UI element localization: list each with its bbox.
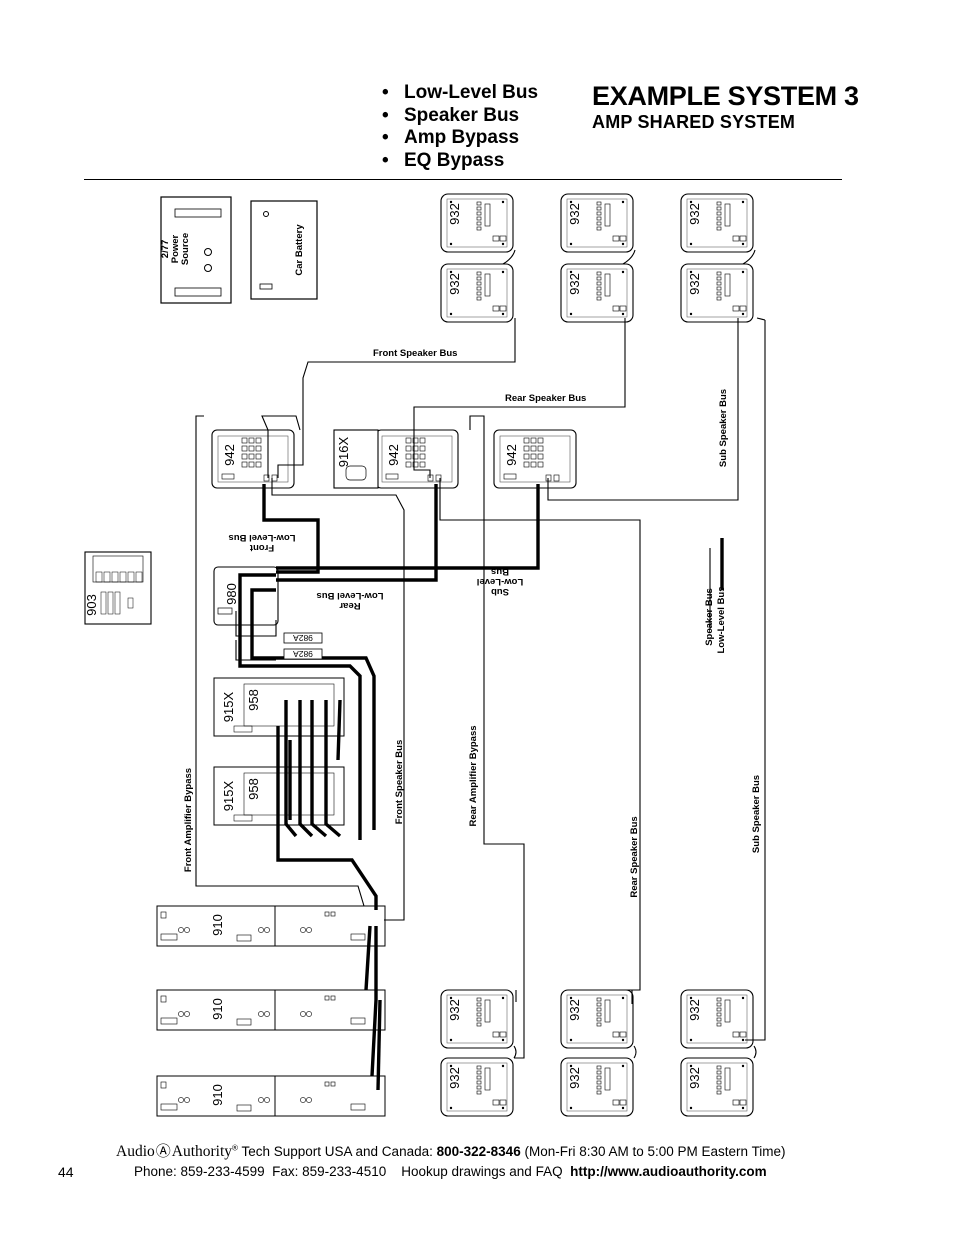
- x-915-label: 915X: [221, 780, 236, 811]
- page-subtitle: AMP SHARED SYSTEM: [592, 112, 796, 132]
- front-low-level-bus-label-line: Low-Level Bus: [228, 532, 295, 543]
- front-low-level-bus-label-line: Front: [249, 542, 274, 553]
- legend-speaker-bus: Speaker Bus: [704, 588, 715, 646]
- amp-942-label: 942: [504, 444, 519, 466]
- amplifier-910-1: 910: [156, 905, 386, 947]
- front-speaker-bus-mid-label: Front Speaker Bus: [394, 740, 405, 824]
- page-title: EXAMPLE SYSTEM 3: [592, 81, 859, 111]
- page-number: 44: [58, 1164, 74, 1180]
- sub-speaker-bus-low-label: Sub Speaker Bus: [751, 775, 762, 853]
- front-speaker-bus-label: Front Speaker Bus: [373, 348, 457, 359]
- brand-right: Authority: [171, 1143, 233, 1160]
- amp-910-label: 910: [210, 998, 225, 1020]
- amplifier-910-3: 910: [156, 1075, 386, 1117]
- header-divider: [84, 179, 842, 180]
- rear-low-level-bus-label-line: Rear: [339, 600, 360, 611]
- rear-low-level-bus-label-line: Low-Level Bus: [316, 590, 383, 601]
- processor-916x-label: 916X: [336, 436, 351, 467]
- feature-item: EQ Bypass: [382, 150, 538, 173]
- front-amp-bypass-label: Front Amplifier Bypass: [183, 768, 194, 872]
- speaker-932-label: 932: [447, 273, 462, 295]
- power-source-label-line: 2/77: [160, 240, 171, 259]
- power-source-label-line: Source: [180, 233, 191, 265]
- sub-speaker-bus-label: Sub Speaker Bus: [718, 389, 729, 467]
- dac-958-label: 958: [246, 689, 261, 711]
- rear-speaker-bus-low-label: Rear Speaker Bus: [629, 816, 640, 897]
- speaker-grid-top: [440, 193, 754, 323]
- speaker-932-label: 932: [567, 999, 582, 1021]
- remote-903-label: 903: [84, 594, 99, 616]
- speaker-932-label: 932: [567, 1067, 582, 1089]
- speaker-932-label: 932: [567, 273, 582, 295]
- pair-915x-958-upper: 915X 958: [213, 677, 345, 737]
- support-prefix: Tech Support USA and Canada:: [241, 1144, 433, 1159]
- sub-low-level-bus-label-line: Bus: [491, 566, 509, 577]
- legend-low-level-bus: Low-Level Bus: [716, 586, 727, 653]
- registered-mark: ®: [232, 1143, 238, 1153]
- rear-speaker-bus-label: Rear Speaker Bus: [505, 393, 586, 404]
- cable-982a-tags: 982A 982A: [283, 632, 323, 660]
- support-hours: (Mon-Fri 8:30 AM to 5:00 PM Eastern Time…: [524, 1144, 786, 1159]
- speaker-932-label: 932: [687, 203, 702, 225]
- bus-labels: Front Speaker Bus Rear Speaker Bus Sub S…: [183, 348, 762, 898]
- feature-item: Speaker Bus: [382, 105, 538, 128]
- amp-942-label: 942: [222, 444, 237, 466]
- legend: Speaker Bus Low-Level Bus: [704, 538, 727, 654]
- speaker-labels: 932 932 932 932 932 932 932 932 932 932 932 932: [447, 203, 702, 1089]
- website-link[interactable]: http://www.audioauthority.com: [570, 1164, 767, 1179]
- feature-item: Amp Bypass: [382, 127, 538, 150]
- fax: Fax: 859-233-4510: [272, 1164, 387, 1179]
- amp-942-label: 942: [386, 444, 401, 466]
- speaker-932-label: 932: [567, 203, 582, 225]
- speaker-932-label: 932: [687, 273, 702, 295]
- speaker-bus-wires: [195, 249, 766, 1059]
- car-battery: Car Battery: [250, 200, 318, 300]
- dac-958-label: 958: [246, 778, 261, 800]
- power-source-label-line: Power: [170, 234, 181, 263]
- brand-logo-icon: Ⓐ: [155, 1144, 171, 1160]
- sub-low-level-bus-label-line: Low-Level: [477, 576, 523, 587]
- speaker-932-label: 932: [447, 203, 462, 225]
- cable-982a-label: 982A: [293, 633, 313, 643]
- feature-item: Low-Level Bus: [382, 82, 538, 105]
- amp-942-labels: 942 942 942: [222, 444, 519, 466]
- pair-915x-958-lower: 915X 958: [213, 766, 345, 826]
- speaker-932-label: 932: [447, 1067, 462, 1089]
- feature-list: Low-Level Bus Speaker Bus Amp Bypass EQ …: [382, 82, 538, 172]
- speaker-932-label: 932: [447, 999, 462, 1021]
- remote-903: 903: [84, 551, 152, 625]
- car-battery-label: Car Battery: [294, 224, 305, 276]
- amp-910-label: 910: [210, 1084, 225, 1106]
- cable-982a-label: 982A: [293, 649, 313, 659]
- footer-contact: Phone: 859-233-4599 Fax: 859-233-4510 Ho…: [134, 1164, 767, 1179]
- power-source: [160, 196, 232, 304]
- controller-980: 980: [213, 566, 279, 626]
- faq-prefix: Hookup drawings and FAQ: [401, 1164, 563, 1179]
- x-915-label: 915X: [221, 691, 236, 722]
- low-level-bus-wires: [238, 484, 540, 1091]
- amplifier-910-2: 910: [156, 989, 386, 1031]
- brand-left: Audio: [116, 1143, 155, 1160]
- amp-910-label: 910: [210, 914, 225, 936]
- footer-support: AudioⒶAuthority® Tech Support USA and Ca…: [116, 1140, 786, 1161]
- speaker-932-label: 932: [687, 999, 702, 1021]
- controller-980-label: 980: [224, 583, 239, 605]
- sub-low-level-bus-label-line: Sub: [491, 586, 509, 597]
- rear-amp-bypass-label: Rear Amplifier Bypass: [468, 725, 479, 826]
- support-phone: 800-322-8346: [436, 1144, 521, 1159]
- speaker-932-label: 932: [687, 1067, 702, 1089]
- processor-916x: 916X: [333, 429, 379, 489]
- speaker-grid-bottom: [440, 989, 754, 1117]
- phone: Phone: 859-233-4599: [134, 1164, 265, 1179]
